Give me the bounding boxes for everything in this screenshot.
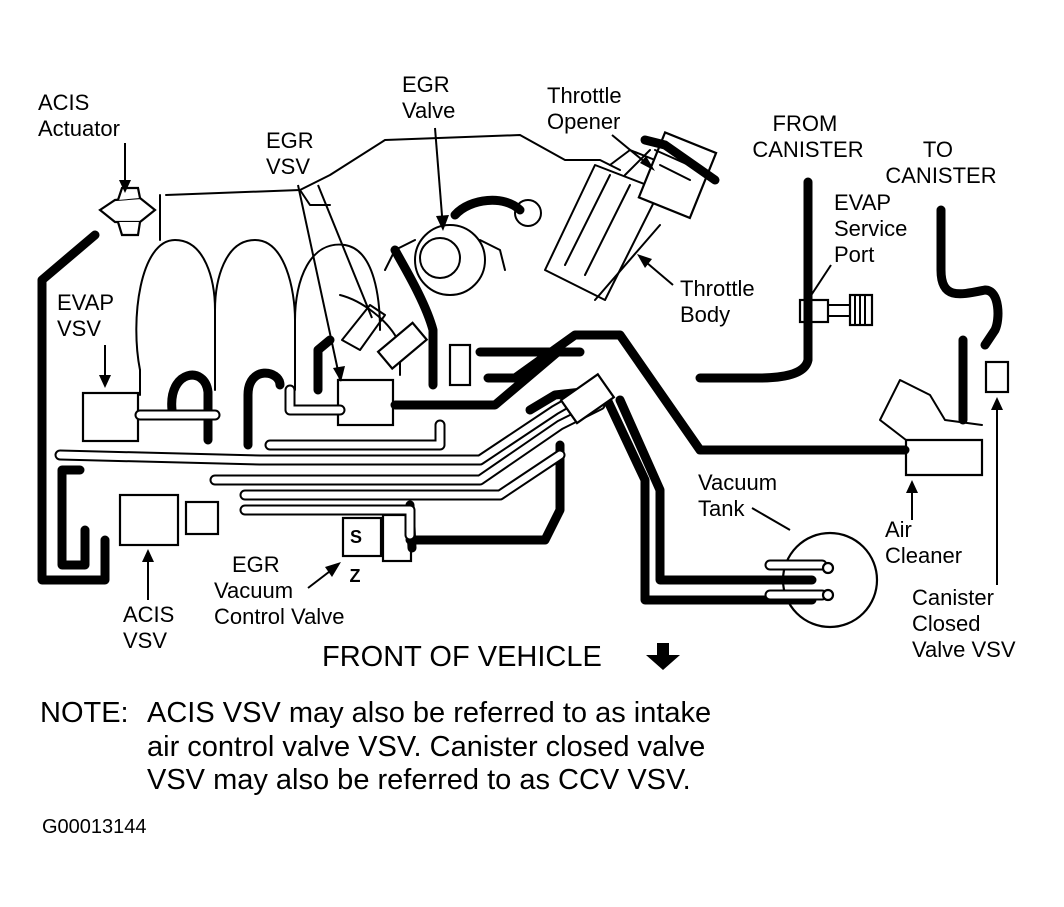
note-line-2: air control valve VSV. Canister closed v…: [147, 731, 705, 763]
note-line-3: VSV may also be referred to as CCV VSV.: [147, 764, 691, 796]
acis-vsv-filter: [184, 500, 220, 536]
down-arrow-icon: [646, 643, 680, 670]
vacuum-hoses: [37, 135, 1003, 605]
acis-actuator-shape: [98, 186, 157, 237]
evap-vsv-box: [81, 391, 140, 443]
to-canister-label: TO CANISTER: [885, 137, 996, 188]
port-z-label: Z: [350, 566, 361, 586]
component-labels: ACIS Actuator EGR VSV EGR Valve Throttle…: [38, 72, 1016, 662]
acis-vsv-label: ACIS VSV: [123, 602, 180, 653]
port-s-label: S: [350, 527, 362, 547]
leader-lines: [99, 127, 1003, 600]
intake-manifold-outline: [135, 131, 718, 427]
acis-actuator-label: ACIS Actuator: [38, 90, 120, 141]
note-block: NOTE: ACIS VSV may also be referred to a…: [40, 697, 711, 796]
evap-service-port-label: EVAP Service Port: [834, 190, 913, 267]
throttle-body-label: Throttle Body: [680, 276, 761, 327]
air-cleaner-label: Air Cleaner: [885, 517, 962, 568]
from-canister-label: FROM CANISTER: [752, 111, 863, 162]
air-cleaner-shape: [879, 379, 984, 477]
figure-id: G00013144: [42, 816, 147, 838]
note-line-1: ACIS VSV may also be referred to as inta…: [147, 697, 711, 729]
egr-vsv-label: EGR VSV: [266, 128, 320, 179]
evap-vsv-label: EVAP VSV: [57, 290, 120, 341]
egr-vacuum-control-valve-box: [341, 516, 383, 558]
front-of-vehicle-label: FRONT OF VEHICLE: [322, 641, 602, 673]
egr-vacuum-control-valve-label: EGR Vacuum Control Valve: [214, 552, 344, 629]
acis-vsv-box: [118, 493, 180, 547]
pipe-connectors: [376, 321, 835, 602]
throttle-opener-label: Throttle Opener: [547, 83, 628, 134]
canister-closed-valve-vsv-label: Canister Closed Valve VSV: [912, 585, 1016, 662]
egr-valve-label: EGR Valve: [402, 72, 456, 123]
canister-closed-valve-vsv-box: [984, 360, 1010, 394]
note-prefix: NOTE:: [40, 697, 129, 729]
vacuum-tank-label: Vacuum Tank: [698, 470, 783, 521]
